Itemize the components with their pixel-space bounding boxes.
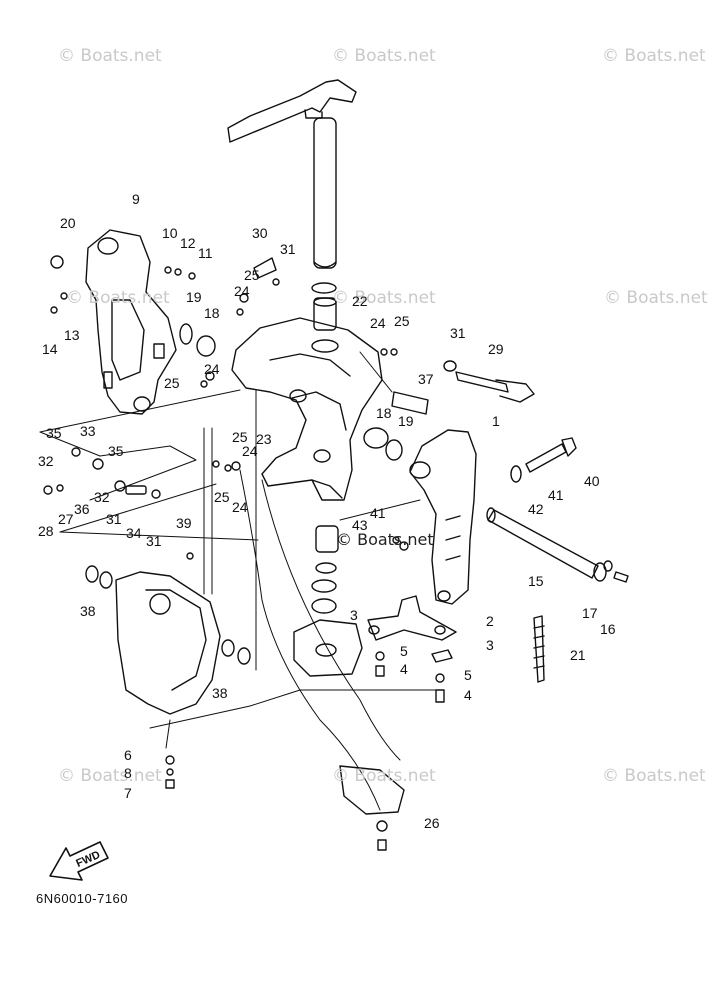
callout-label: 23	[256, 431, 272, 447]
callout-label: 27	[58, 511, 74, 527]
callout-label: 35	[108, 443, 124, 459]
watermark: © Boats.net	[602, 46, 706, 66]
callout-label: 2	[486, 613, 494, 629]
callout-label: 28	[38, 523, 54, 539]
callout-label: 31	[450, 325, 466, 341]
callout-label: 29	[488, 341, 504, 357]
callout-label: 19	[186, 289, 202, 305]
callout-label: 24	[242, 443, 258, 459]
callout-label: 4	[400, 661, 408, 677]
callout-label: 42	[528, 501, 544, 517]
lower-mount-left	[85, 565, 251, 715]
lower-mount	[293, 619, 405, 815]
callout-label: 18	[204, 305, 220, 321]
steering-handle	[227, 79, 357, 269]
callout-label: 5	[400, 643, 408, 659]
callout-label: 1	[492, 413, 500, 429]
callout-label: 5	[464, 667, 472, 683]
small-hardware	[43, 255, 445, 851]
diagram-code: 6N60010-7160	[36, 891, 129, 906]
watermark: © Boats.net	[602, 766, 706, 786]
callout-label: 25	[244, 267, 260, 283]
callout-label: 32	[38, 453, 54, 469]
watermark: © Boats.net	[332, 766, 436, 786]
callout-label: 25	[164, 375, 180, 391]
clamp-bracket-left	[85, 229, 177, 415]
callout-label: 10	[162, 225, 178, 241]
callout-label: 21	[570, 647, 586, 663]
callout-label: 34	[126, 525, 142, 541]
callout-label: 43	[352, 517, 368, 533]
callout-label: 36	[74, 501, 90, 517]
callout-label: 24	[232, 499, 248, 515]
bushing-lower	[315, 525, 339, 553]
callout-label: 20	[60, 215, 76, 231]
washer-shape	[311, 282, 337, 294]
center-stamp: © Boats.net	[336, 530, 434, 549]
callout-label: 39	[176, 515, 192, 531]
callout-label: 33	[80, 423, 96, 439]
callout-label: 25	[232, 429, 248, 445]
callout-label: 32	[94, 489, 110, 505]
callout-label: 24	[204, 361, 220, 377]
callout-label: 9	[132, 191, 140, 207]
callout-label: 24	[370, 315, 386, 331]
callout-label: 22	[352, 293, 368, 309]
callout-label: 31	[280, 241, 296, 257]
bolt-shaft-15	[486, 507, 629, 583]
callout-label: 14	[42, 341, 58, 357]
callout-label: 15	[528, 573, 544, 589]
callout-label: 41	[548, 487, 564, 503]
watermark: © Boats.net	[58, 766, 162, 786]
callout-label: 12	[180, 235, 196, 251]
bolt-40	[510, 437, 577, 483]
pin-29	[443, 360, 535, 403]
callout-label: 31	[106, 511, 122, 527]
bracket-2	[367, 595, 457, 663]
watermark: © Boats.net	[604, 288, 708, 308]
callout-label: 38	[80, 603, 96, 619]
watermark: © Boats.net	[58, 46, 162, 66]
leader-lines	[39, 351, 443, 811]
callout-label: 17	[582, 605, 598, 621]
clamp-bracket-right	[409, 429, 477, 605]
callout-label: 16	[600, 621, 616, 637]
watermark: © Boats.net	[332, 288, 436, 308]
callout-label: 13	[64, 327, 80, 343]
watermark: © Boats.net	[332, 46, 436, 66]
callout-label: 40	[584, 473, 600, 489]
callout-label: 31	[146, 533, 162, 549]
callout-label: 8	[124, 765, 132, 781]
callout-label: 3	[350, 607, 358, 623]
callout-label: 35	[46, 425, 62, 441]
callout-label: 26	[424, 815, 440, 831]
callout-label: 6	[124, 747, 132, 763]
callout-label: 37	[418, 371, 434, 387]
callout-label: 38	[212, 685, 228, 701]
anode-21	[533, 615, 545, 683]
fwd-arrow-icon: FWD	[49, 841, 109, 881]
callout-label: 11	[198, 245, 213, 261]
pin-37	[391, 391, 429, 415]
callout-label: 7	[124, 785, 132, 801]
callout-label: 18	[376, 405, 392, 421]
callout-label: 41	[370, 505, 386, 521]
callout-label: 25	[214, 489, 230, 505]
callout-label: 19	[398, 413, 414, 429]
callout-label: 4	[464, 687, 472, 703]
callout-label: 24	[234, 283, 250, 299]
callout-label: 30	[252, 225, 268, 241]
callout-label: 3	[486, 637, 494, 653]
watermark: © Boats.net	[66, 288, 170, 308]
callout-label: 25	[394, 313, 410, 329]
swivel-bracket	[231, 317, 383, 501]
